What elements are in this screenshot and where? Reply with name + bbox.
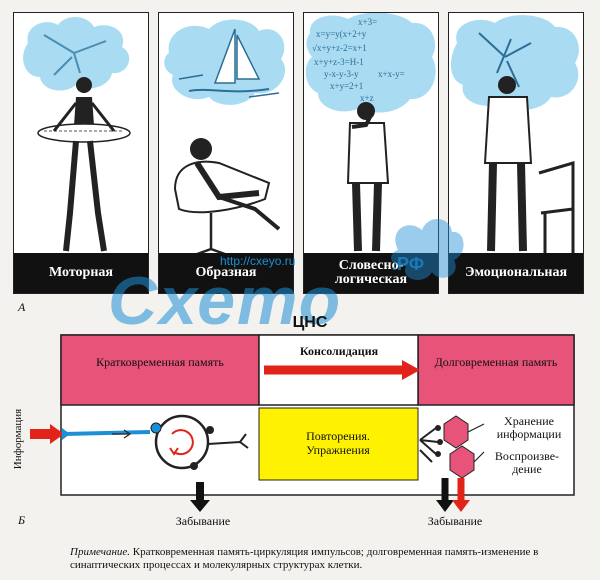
short-term-memory-label: Кратковременная память bbox=[96, 355, 224, 369]
formula-4: y-x-y-3-y bbox=[324, 69, 359, 79]
panel-verbal-logical: x+3= x=y=y(x+2+y √x+y+z-2=x+1 x+y+z-3=H-… bbox=[303, 12, 439, 294]
storage-label: Хранение информации bbox=[496, 414, 562, 441]
note-prefix: Примечание. bbox=[70, 546, 131, 558]
cns-title: ЦНС bbox=[292, 314, 328, 331]
memory-diagram bbox=[30, 334, 575, 512]
forgetting-right-label: Забывание bbox=[427, 514, 483, 528]
section-b-letter: Б bbox=[18, 513, 26, 527]
sitting-woman-illustration bbox=[164, 19, 286, 259]
formula-3: x+y+z-3=H-1 bbox=[314, 57, 364, 67]
panel-label-image: Образная bbox=[159, 253, 293, 293]
formula-0: x+3= bbox=[358, 17, 377, 27]
note: Примечание. Кратковременная память-цирку… bbox=[70, 546, 540, 572]
long-term-memory-label: Долговременная память bbox=[434, 355, 558, 369]
panel-label-verbal-logical: Словесно- логическая bbox=[304, 253, 438, 293]
formula-7: x+z bbox=[360, 93, 374, 103]
panel-emotional: Эмоциональная bbox=[448, 12, 584, 294]
watermark-splash-icon bbox=[391, 218, 464, 280]
panel-motor: Моторная bbox=[13, 12, 149, 294]
panel-image: Образная bbox=[158, 12, 294, 294]
section-a-letter: А bbox=[18, 300, 26, 314]
formula-6: x+y=2+1 bbox=[330, 81, 363, 91]
formula-1: x=y=y(x+2+y bbox=[316, 29, 367, 39]
consolidation-label: Консолидация bbox=[299, 344, 379, 358]
thinking-man-illustration: x+3= x=y=y(x+2+y √x+y+z-2=x+1 x+y+z-3=H-… bbox=[305, 13, 436, 252]
forgetting-left-label: Забывание bbox=[175, 514, 231, 528]
panel-label-emotional: Эмоциональная bbox=[449, 253, 583, 293]
formula-2: √x+y+z-2=x+1 bbox=[312, 43, 367, 53]
information-label: Информация bbox=[12, 408, 24, 470]
panel-label-motor: Моторная bbox=[14, 253, 148, 293]
repetition-label: Повторения. Упражнения bbox=[306, 429, 370, 457]
ballerina-illustration bbox=[23, 16, 131, 252]
note-text: Кратковременная память-циркуляция импуль… bbox=[70, 546, 539, 571]
formula-5: x+x-y= bbox=[378, 69, 405, 79]
reproduction-label: Воспроизве-дение bbox=[494, 449, 560, 476]
standing-man-illustration bbox=[450, 15, 579, 253]
